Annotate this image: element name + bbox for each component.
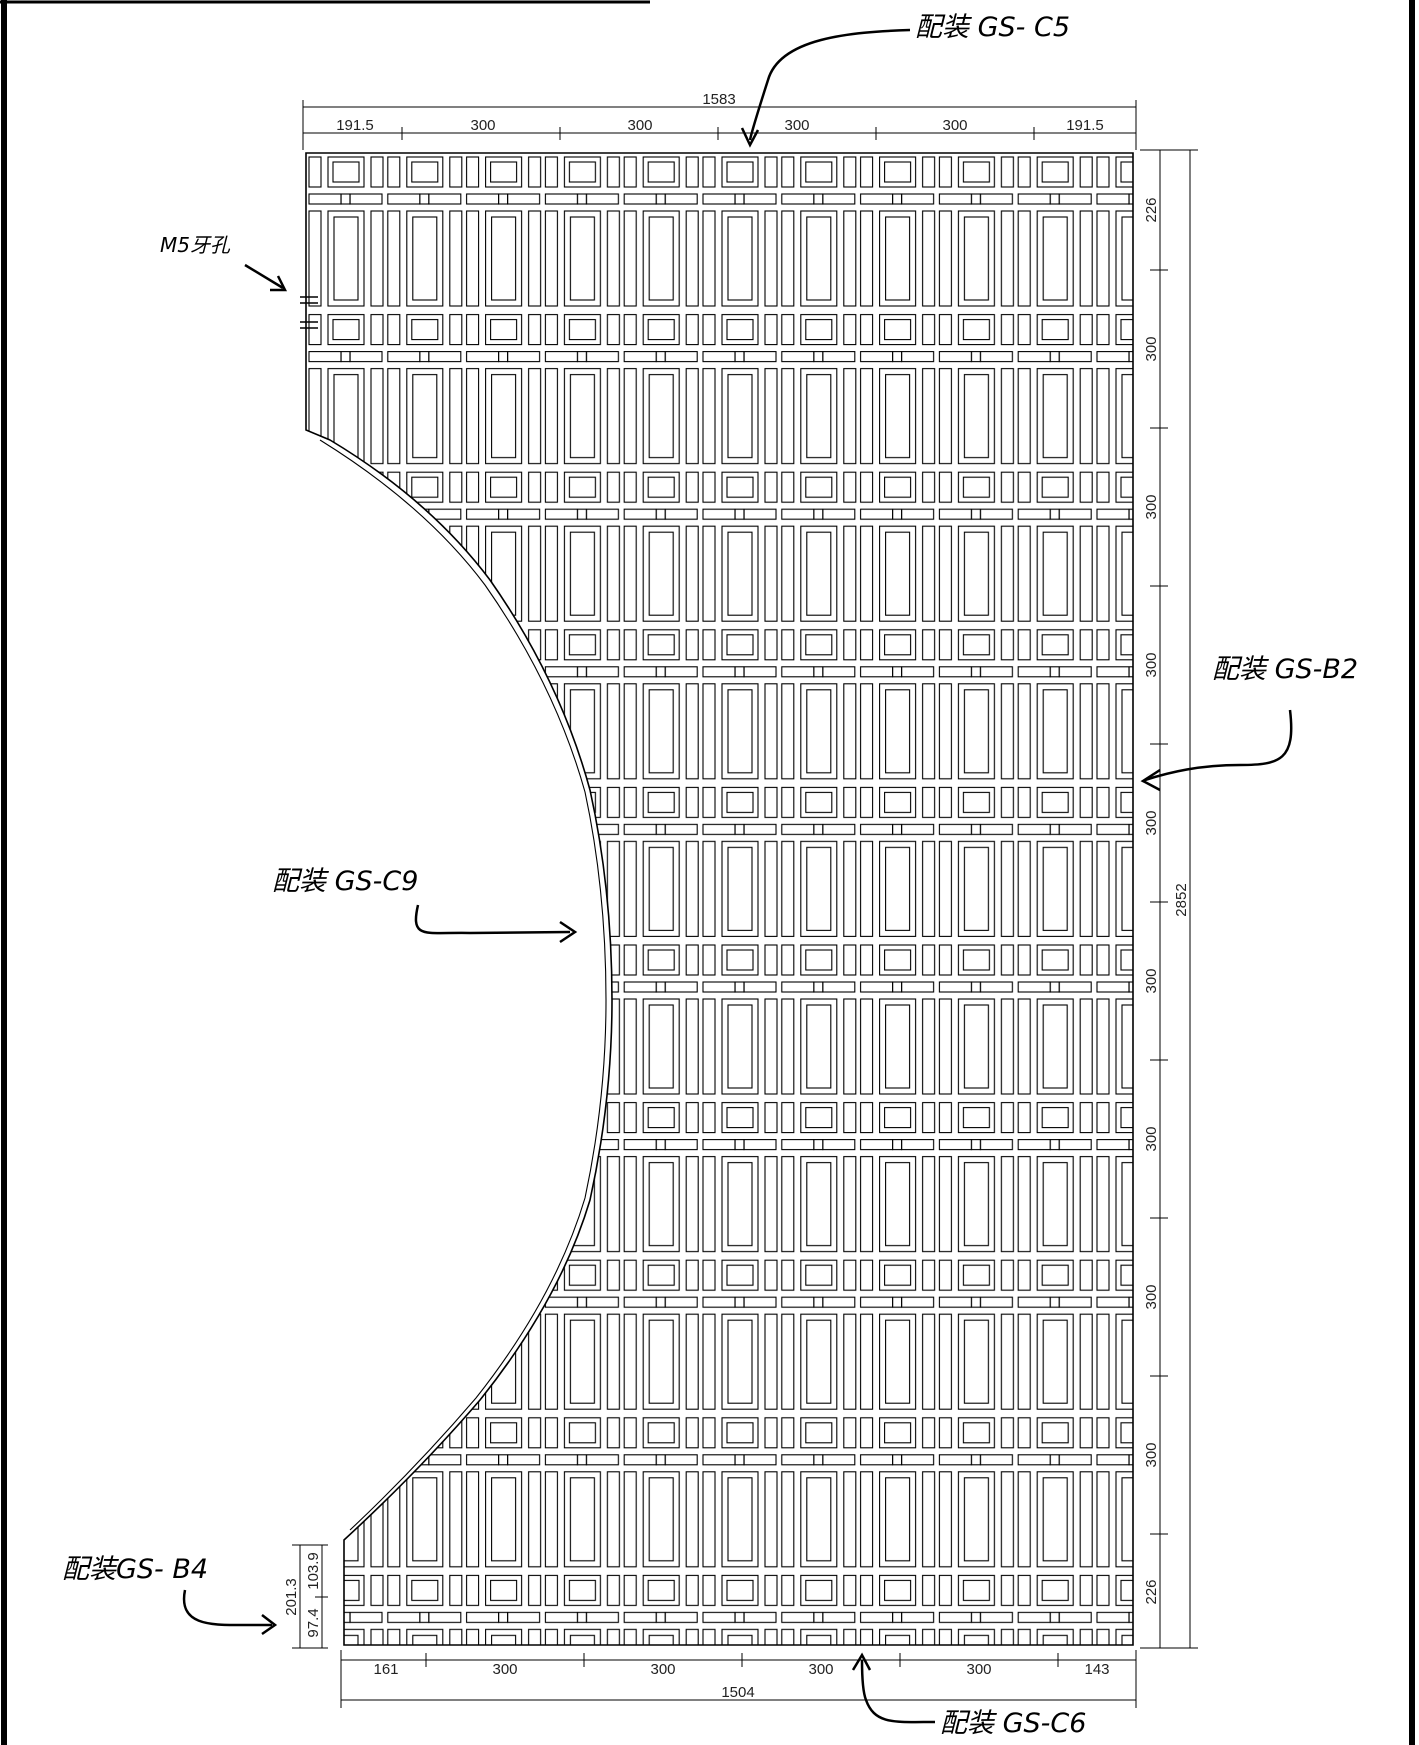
dim-bottom-seg-4: 300 xyxy=(808,1661,833,1678)
dim-top-seg-3: 300 xyxy=(627,117,652,134)
dim-top-seg-5: 300 xyxy=(942,117,967,134)
dim-top-seg-4: 300 xyxy=(784,117,809,134)
dim-right-seg-4: 300 xyxy=(1143,652,1160,677)
dim-right-seg-9: 300 xyxy=(1143,1442,1160,1467)
bottom-dimensions: 161 300 300 300 300 143 1504 xyxy=(340,1650,1137,1708)
dim-left-3: 97.4 xyxy=(305,1608,322,1637)
dim-top-total: 1583 xyxy=(702,91,735,108)
note-gs-c6: 配装 GS-C6 xyxy=(940,1708,1086,1739)
dim-top-seg-6: 191.5 xyxy=(1066,117,1104,134)
note-gs-c9: 配装 GS-C9 xyxy=(272,866,418,897)
dim-bottom-seg-6: 143 xyxy=(1084,1661,1109,1678)
dim-right-seg-1: 226 xyxy=(1143,197,1160,222)
left-small-dimensions: 201.3 103.9 97.4 xyxy=(283,1544,328,1649)
dim-bottom-seg-1: 161 xyxy=(373,1661,398,1678)
m5-holes xyxy=(300,296,318,329)
dim-bottom-seg-2: 300 xyxy=(492,1661,517,1678)
dim-bottom-seg-3: 300 xyxy=(650,1661,675,1678)
dim-top-seg-1: 191.5 xyxy=(336,117,374,134)
note-m5: M5牙孔 xyxy=(160,233,231,257)
dim-right-seg-8: 300 xyxy=(1143,1284,1160,1309)
dim-right-seg-2: 300 xyxy=(1143,336,1160,361)
note-gs-b2: 配装 GS-B2 xyxy=(1212,654,1358,685)
top-dimensions: 1583 191.5 300 300 300 300 191.5 xyxy=(302,91,1137,150)
note-gs-b4: 配装GS- B4 xyxy=(62,1554,208,1585)
note-gs-c5: 配装 GS- C5 xyxy=(915,12,1070,43)
dim-right-seg-7: 300 xyxy=(1143,1126,1160,1151)
dim-bottom-total: 1504 xyxy=(721,1684,754,1701)
dim-right-total: 2852 xyxy=(1173,883,1190,916)
dim-right-seg-3: 300 xyxy=(1143,494,1160,519)
annotations: 配装 GS- C5 M5牙孔 配装 GS-B2 配装 GS-C9 配装GS- B… xyxy=(62,12,1358,1739)
dim-top-seg-2: 300 xyxy=(470,117,495,134)
right-dimensions: 226 300 300 300 300 300 300 300 300 226 … xyxy=(1140,149,1198,1649)
dim-right-seg-6: 300 xyxy=(1143,968,1160,993)
dim-bottom-seg-5: 300 xyxy=(966,1661,991,1678)
dim-left-2: 103.9 xyxy=(305,1552,322,1590)
dim-left-1: 201.3 xyxy=(283,1578,300,1616)
screen-panel xyxy=(300,152,1134,1646)
dim-right-seg-5: 300 xyxy=(1143,810,1160,835)
dim-right-seg-10: 226 xyxy=(1143,1579,1160,1604)
